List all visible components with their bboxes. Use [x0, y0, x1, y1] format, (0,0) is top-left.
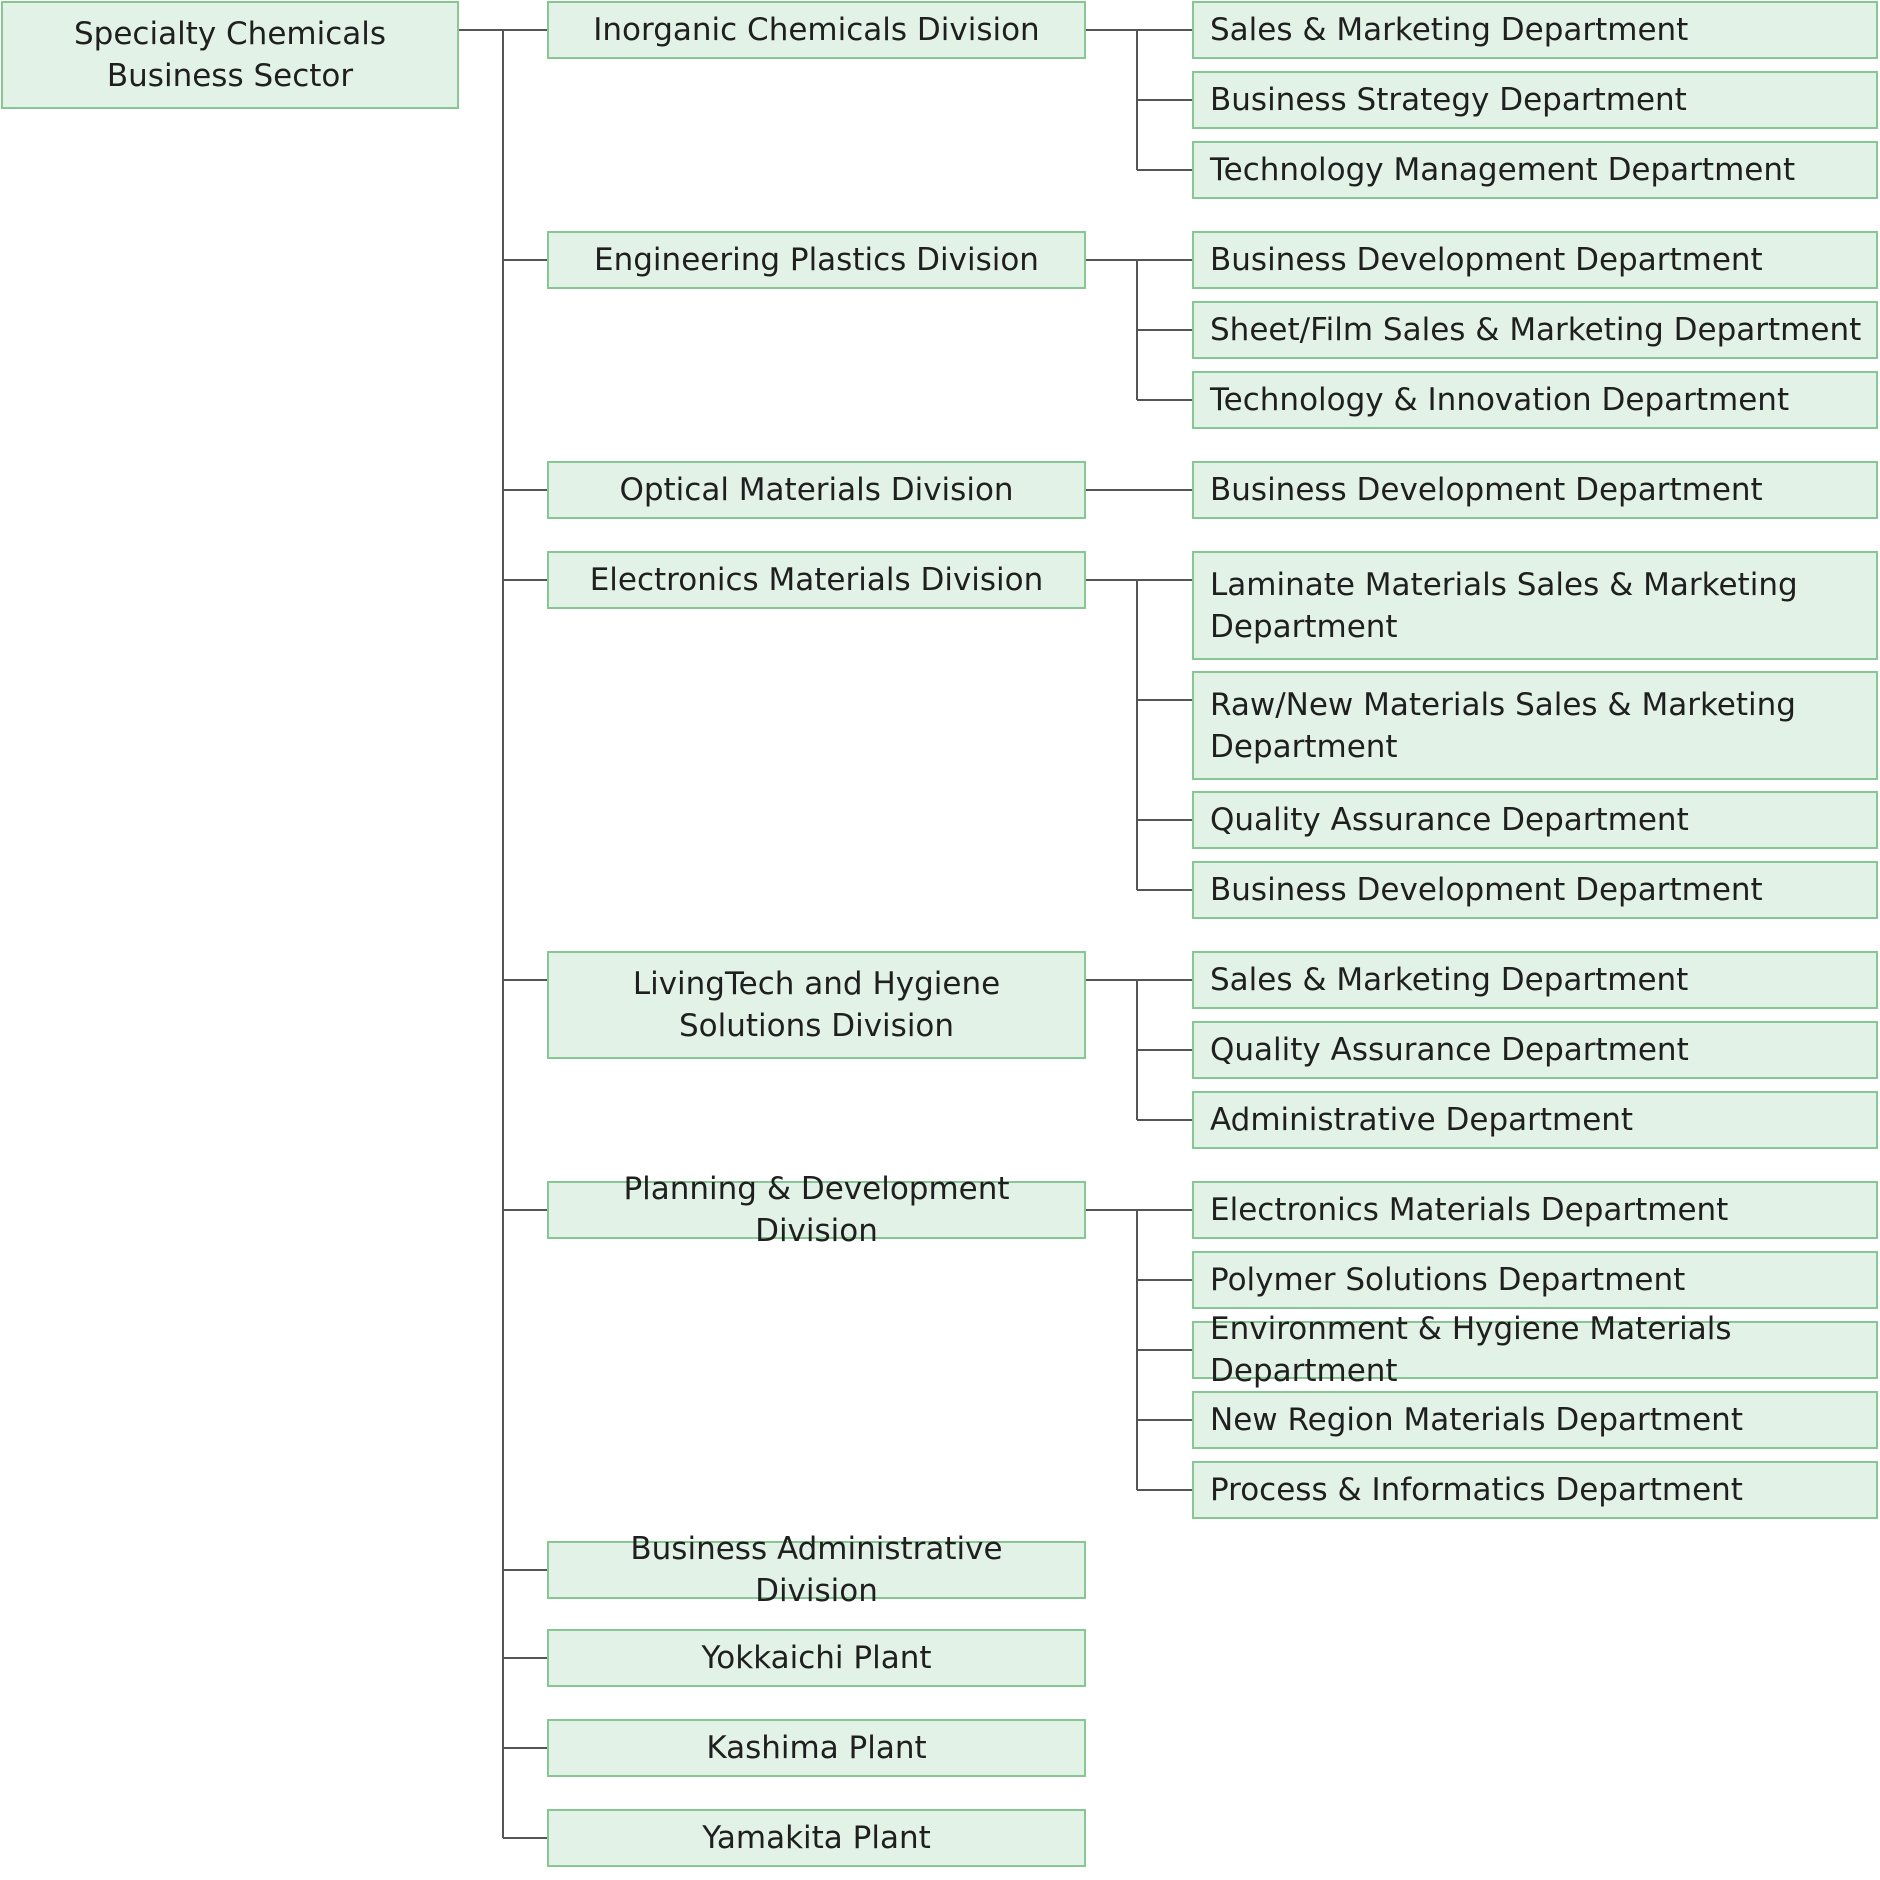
department-box-0-0-label: Sales & Marketing Department	[1210, 12, 1689, 48]
department-box-0-1: Business Strategy Department	[1192, 71, 1878, 129]
division-box-7-label: Yokkaichi Plant	[701, 1640, 932, 1676]
department-box-4-2: Administrative Department	[1192, 1091, 1878, 1149]
department-box-5-2-label: Environment & Hygiene Materials Departme…	[1210, 1311, 1732, 1389]
division-box-4-label: LivingTech and Hygiene Solutions Divisio…	[632, 966, 1001, 1044]
department-box-4-2-label: Administrative Department	[1210, 1102, 1634, 1138]
division-box-3-label: Electronics Materials Division	[589, 562, 1044, 598]
department-box-1-1-label: Sheet/Film Sales & Marketing Department	[1210, 312, 1862, 348]
division-box-3: Electronics Materials Division	[547, 551, 1086, 609]
department-box-1-1: Sheet/Film Sales & Marketing Department	[1192, 301, 1878, 359]
department-box-0-2: Technology Management Department	[1192, 141, 1878, 199]
department-box-5-3: New Region Materials Department	[1192, 1391, 1878, 1449]
department-box-4-0-label: Sales & Marketing Department	[1210, 962, 1689, 998]
department-box-0-2-label: Technology Management Department	[1210, 152, 1796, 188]
division-box-9: Yamakita Plant	[547, 1809, 1086, 1867]
department-box-3-1: Raw/New Materials Sales & Marketing Depa…	[1192, 671, 1878, 780]
division-box-2-label: Optical Materials Division	[619, 472, 1014, 508]
department-box-2-0-label: Business Development Department	[1210, 472, 1763, 508]
department-box-5-0: Electronics Materials Department	[1192, 1181, 1878, 1239]
department-box-3-3-label: Business Development Department	[1210, 872, 1763, 908]
department-box-3-2-label: Quality Assurance Department	[1210, 802, 1689, 838]
division-box-1: Engineering Plastics Division	[547, 231, 1086, 289]
division-box-5: Planning & Development Division	[547, 1171, 1086, 1249]
division-box-9-label: Yamakita Plant	[702, 1820, 931, 1856]
division-box-8-label: Kashima Plant	[706, 1730, 927, 1766]
division-box-7: Yokkaichi Plant	[547, 1629, 1086, 1687]
division-box-1-label: Engineering Plastics Division	[594, 242, 1039, 278]
department-box-1-0-label: Business Development Department	[1210, 242, 1763, 278]
division-box-5-label: Planning & Development Division	[623, 1171, 1010, 1249]
department-box-5-1: Polymer Solutions Department	[1192, 1251, 1878, 1309]
department-box-1-2-label: Technology & Innovation Department	[1210, 382, 1790, 418]
department-box-4-1: Quality Assurance Department	[1192, 1021, 1878, 1079]
division-box-0-label: Inorganic Chemicals Division	[593, 12, 1040, 48]
department-box-5-4: Process & Informatics Department	[1192, 1461, 1878, 1519]
department-box-5-0-label: Electronics Materials Department	[1210, 1192, 1729, 1228]
department-box-5-3-label: New Region Materials Department	[1210, 1402, 1743, 1438]
department-box-1-0: Business Development Department	[1192, 231, 1878, 289]
department-box-4-1-label: Quality Assurance Department	[1210, 1032, 1689, 1068]
department-box-1-2: Technology & Innovation Department	[1192, 371, 1878, 429]
department-box-3-0-label: Laminate Materials Sales & Marketing Dep…	[1210, 566, 1798, 645]
department-box-0-1-label: Business Strategy Department	[1210, 82, 1687, 118]
department-box-3-0: Laminate Materials Sales & Marketing Dep…	[1192, 551, 1878, 660]
department-box-3-1-label: Raw/New Materials Sales & Marketing Depa…	[1210, 686, 1796, 765]
department-box-3-2: Quality Assurance Department	[1192, 791, 1878, 849]
department-box-5-2: Environment & Hygiene Materials Departme…	[1192, 1311, 1878, 1389]
root-box: Specialty Chemicals Business Sector	[1, 1, 459, 109]
division-box-0: Inorganic Chemicals Division	[547, 1, 1086, 59]
department-box-0-0: Sales & Marketing Department	[1192, 1, 1878, 59]
division-box-6-label: Business Administrative Division	[630, 1531, 1003, 1609]
department-box-5-4-label: Process & Informatics Department	[1210, 1472, 1743, 1508]
division-box-8: Kashima Plant	[547, 1719, 1086, 1777]
division-box-2: Optical Materials Division	[547, 461, 1086, 519]
department-box-4-0: Sales & Marketing Department	[1192, 951, 1878, 1009]
department-box-2-0: Business Development Department	[1192, 461, 1878, 519]
root-box-label: Specialty Chemicals Business Sector	[73, 16, 387, 94]
division-box-4: LivingTech and Hygiene Solutions Divisio…	[547, 951, 1086, 1059]
division-box-6: Business Administrative Division	[547, 1531, 1086, 1609]
department-box-5-1-label: Polymer Solutions Department	[1210, 1262, 1686, 1298]
department-box-3-3: Business Development Department	[1192, 861, 1878, 919]
